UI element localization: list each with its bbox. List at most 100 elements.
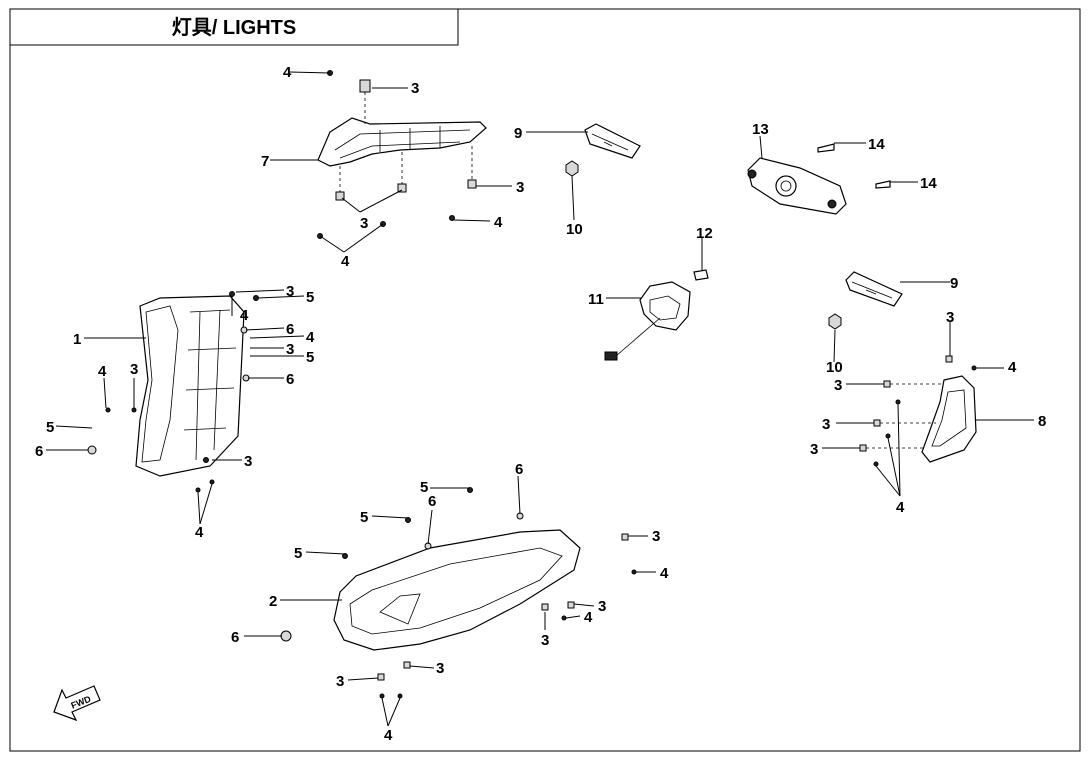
screw <box>105 407 111 413</box>
grommet <box>87 445 97 455</box>
fwd-arrow: FWD <box>53 685 101 722</box>
clip-nut <box>945 355 953 363</box>
screw <box>253 295 259 301</box>
callout-4: 4 <box>240 307 249 324</box>
callout-1: 1 <box>73 331 81 348</box>
callout-10: 10 <box>826 359 843 376</box>
callout-12: 12 <box>696 225 713 242</box>
callout-4: 4 <box>584 609 593 626</box>
callout-3: 3 <box>598 598 606 615</box>
bracket-body <box>317 117 487 167</box>
assembly-lines <box>866 383 944 449</box>
lamp-housing <box>747 157 847 215</box>
callout-3: 3 <box>946 309 954 326</box>
screw <box>873 461 879 467</box>
callout-3: 3 <box>286 341 294 358</box>
callout-9: 9 <box>514 125 522 142</box>
callout-3: 3 <box>411 80 419 97</box>
reflector-body <box>584 123 641 159</box>
callout-4: 4 <box>896 499 905 516</box>
part-9-reflector-top <box>565 123 641 177</box>
headlamp-projector <box>379 593 421 625</box>
callout-3: 3 <box>822 416 830 433</box>
callout-5: 5 <box>306 349 314 366</box>
part-8-rear-lamp <box>859 355 977 467</box>
callout-14: 14 <box>920 175 937 192</box>
callout-3: 3 <box>436 660 444 677</box>
mount-hole <box>747 169 757 179</box>
callout-5: 5 <box>360 509 368 526</box>
left-lamp-ribs <box>183 309 237 461</box>
callout-3: 3 <box>516 179 524 196</box>
callout-3: 3 <box>286 283 294 300</box>
screw <box>631 569 637 575</box>
callout-2: 2 <box>269 593 277 610</box>
title-box: 灯具/ LIGHTS <box>9 8 459 46</box>
clip-nut <box>467 179 477 189</box>
part-13-license-lamp <box>747 143 891 215</box>
callout-3: 3 <box>130 361 138 378</box>
callout-4: 4 <box>494 214 503 231</box>
callout-3: 3 <box>360 215 368 232</box>
callout-7: 7 <box>261 153 269 170</box>
bolt <box>817 143 835 153</box>
callout-3: 3 <box>336 673 344 690</box>
callout-5: 5 <box>46 419 54 436</box>
screw <box>203 457 209 463</box>
reflector-body <box>845 271 903 307</box>
callout-9: 9 <box>950 275 958 292</box>
reflector-detail <box>591 133 629 151</box>
callout-14: 14 <box>868 136 885 153</box>
bolt <box>875 180 891 189</box>
part-11-marker-lamp <box>604 269 709 361</box>
screw <box>379 693 385 699</box>
clip-nut <box>883 380 891 388</box>
callout-4: 4 <box>660 565 669 582</box>
screw <box>885 433 891 439</box>
reflector-detail <box>851 281 893 299</box>
clip-nut <box>873 419 881 427</box>
hex-nut <box>565 160 579 177</box>
callout-3: 3 <box>834 377 842 394</box>
left-lamp-lens <box>141 305 179 463</box>
diagram-frame <box>9 8 1081 752</box>
grommet <box>280 630 292 642</box>
screw <box>397 693 403 699</box>
callout-4: 4 <box>98 363 107 380</box>
callout-8: 8 <box>1038 413 1046 430</box>
clip-nut <box>859 444 867 452</box>
hex-nut <box>828 313 842 330</box>
marker-wire <box>615 317 661 357</box>
clip-nut <box>397 183 407 193</box>
callout-6: 6 <box>428 493 436 510</box>
bracket-ribs <box>334 126 471 159</box>
screw <box>561 615 567 621</box>
page-title: 灯具/ LIGHTS <box>172 16 296 39</box>
title-box-border <box>9 8 459 46</box>
clip-nut <box>377 673 385 681</box>
lamp-socket-inner <box>780 180 792 192</box>
screw <box>693 269 709 281</box>
callout-3: 3 <box>810 441 818 458</box>
clip-nut <box>541 603 549 611</box>
callout-5: 5 <box>306 289 314 306</box>
screw <box>895 399 901 405</box>
callout-3: 3 <box>244 453 252 470</box>
callout-4: 4 <box>195 524 204 541</box>
mount-hole <box>827 199 837 209</box>
callout-3: 3 <box>652 528 660 545</box>
lamp-socket <box>775 175 797 197</box>
marker-housing <box>639 281 691 331</box>
callout-6: 6 <box>286 321 294 338</box>
callout-6: 6 <box>515 461 523 478</box>
wire-connector <box>604 351 618 361</box>
clip-nut <box>359 79 371 93</box>
callout-4: 4 <box>283 64 292 81</box>
assembly-lines <box>339 92 473 192</box>
clip-nut <box>621 533 629 541</box>
screw <box>229 291 235 297</box>
callout-3: 3 <box>541 632 549 649</box>
clip-nut <box>403 661 411 669</box>
callout-11: 11 <box>588 291 604 308</box>
